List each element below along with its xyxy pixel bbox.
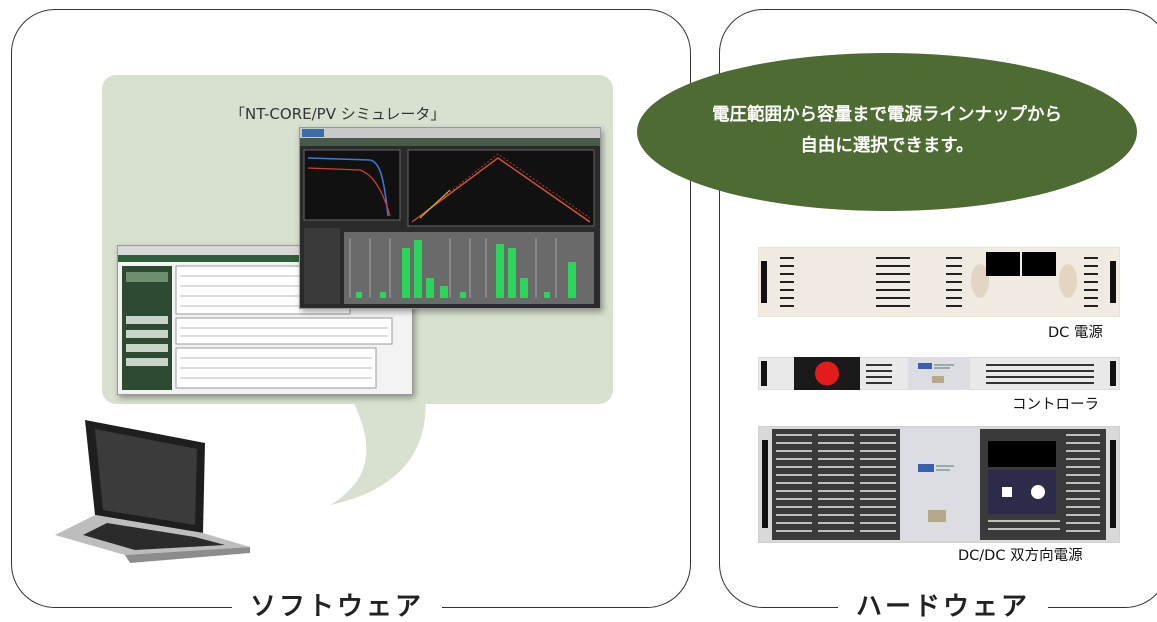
dc-power-supply-label: DC 電源 (1048, 325, 1103, 341)
simulator-screenshot-front (299, 127, 601, 309)
controller-label: コントローラ (1012, 397, 1099, 413)
speech-bubble-tail (330, 395, 426, 505)
callout-ellipse (637, 53, 1137, 211)
callout-text: 電圧範囲から容量まで電源ラインナップから 自由に選択できます。 (637, 100, 1137, 162)
callout-line-1: 電圧範囲から容量まで電源ラインナップから (712, 105, 1062, 125)
controller-image (758, 357, 1120, 390)
dc-power-supply-image (758, 247, 1120, 317)
callout-line-2: 自由に選択できます。 (800, 136, 974, 156)
dcdc-bidirectional-power-supply-image (758, 426, 1120, 543)
laptop-image (55, 420, 250, 563)
dcdc-power-supply-label: DC/DC 双方向電源 (958, 548, 1083, 564)
simulator-caption: 「NT-CORE/PV シミュレータ」 (230, 105, 446, 123)
software-label: ソフトウェア (232, 592, 443, 622)
hardware-label: ハードウェア (838, 592, 1049, 622)
